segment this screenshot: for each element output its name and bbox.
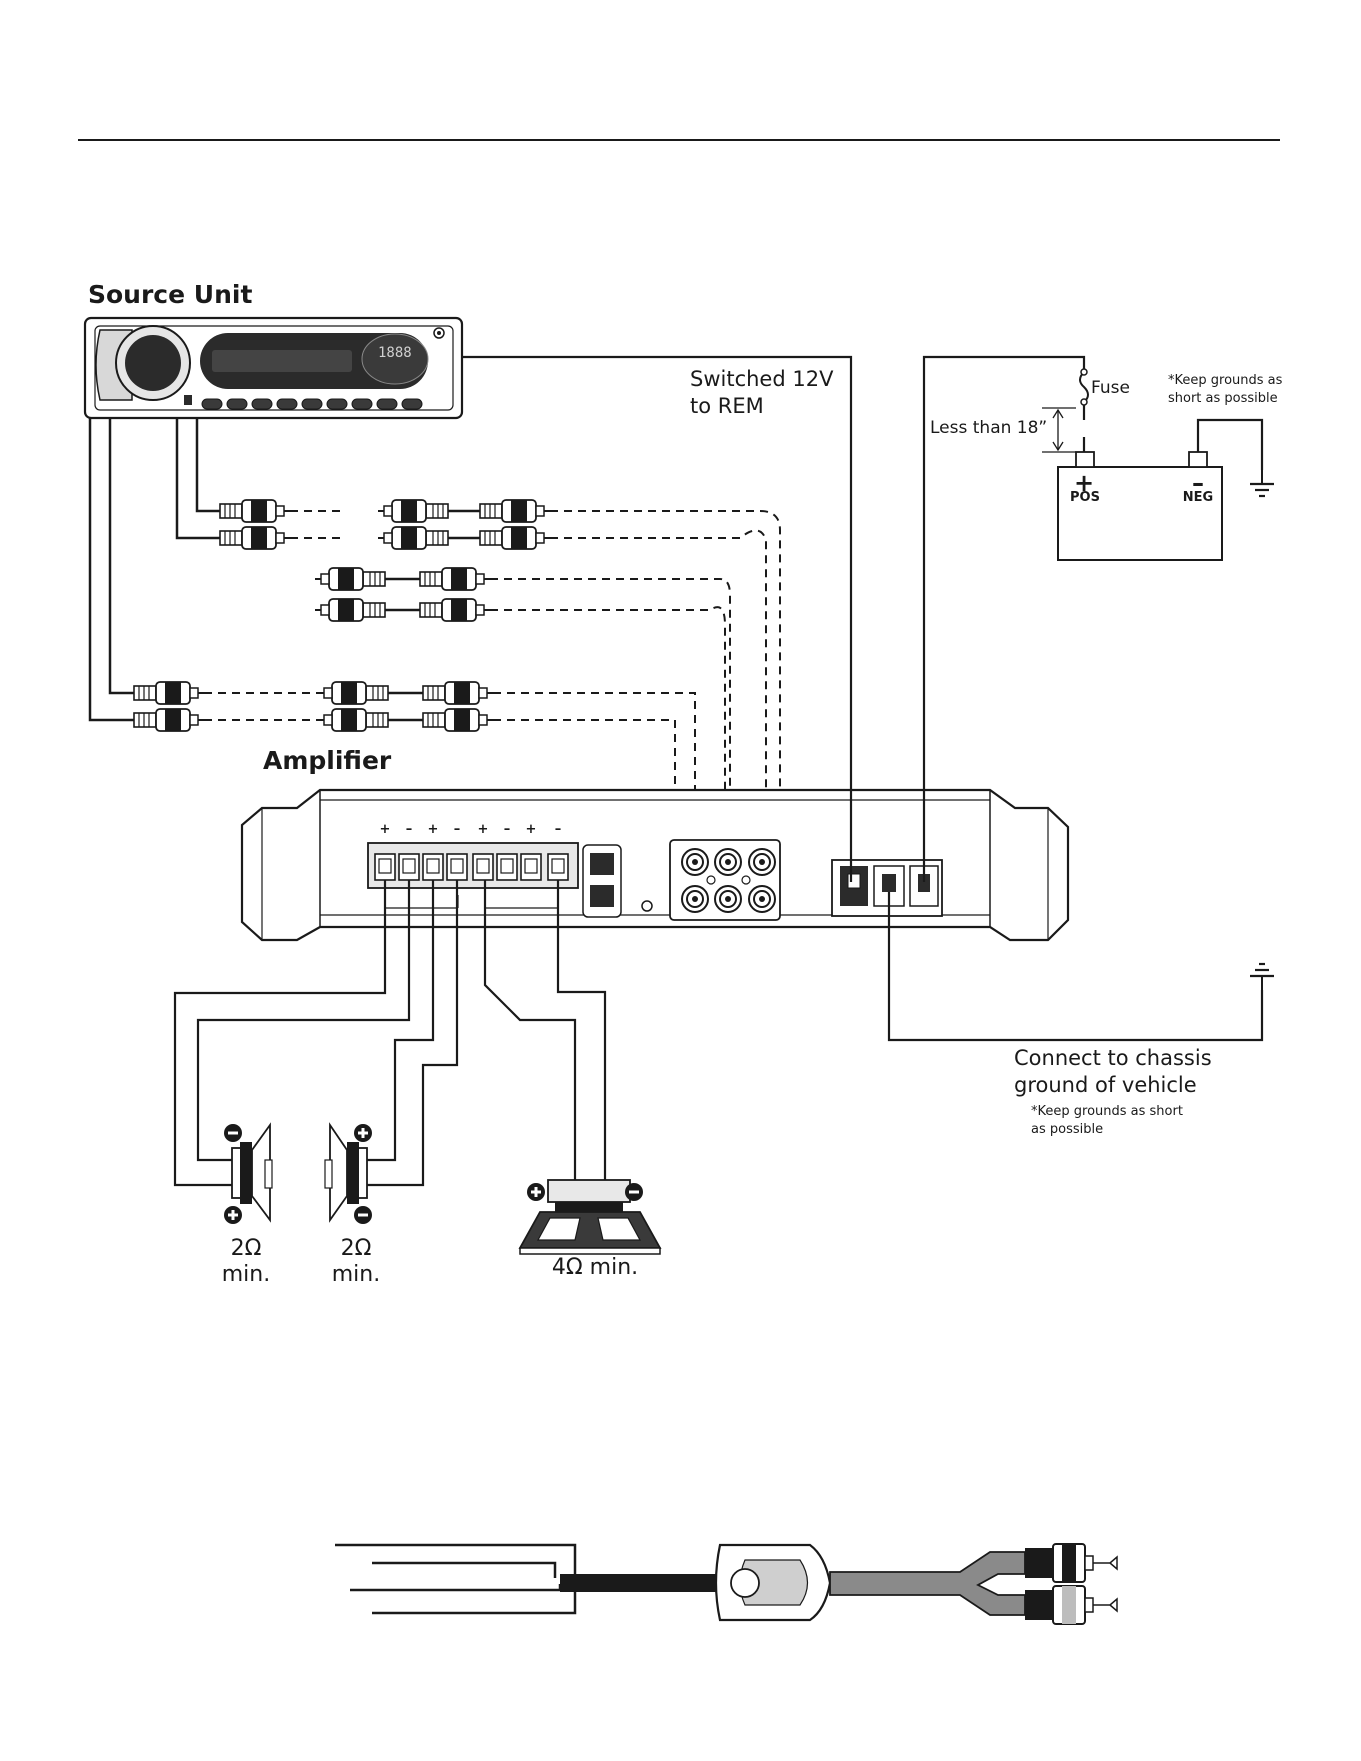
- subwoofer: [520, 1180, 660, 1254]
- amp-terminal-sign: +: [427, 822, 439, 837]
- dashed-signal-paths: [204, 511, 780, 830]
- preset-buttons: [202, 399, 422, 409]
- battery-neg-label: NEG: [1180, 490, 1216, 505]
- fuse-label: Fuse: [1091, 378, 1130, 398]
- amp-terminal-sign: +: [477, 822, 489, 837]
- switched-rem-label: Switched 12V to REM: [690, 366, 833, 420]
- speaker-to-rca-adapter: [335, 1544, 1117, 1624]
- amplifier-label: Amplifier: [263, 746, 391, 775]
- speaker-1-impedance: 2Ω min.: [215, 1236, 277, 1288]
- battery-pos-label: POS: [1070, 490, 1100, 505]
- grounds-note-top: *Keep grounds as short as possible: [1168, 372, 1282, 408]
- rca-front-pair: [220, 500, 550, 549]
- speaker-2-impedance: 2Ω min.: [325, 1236, 387, 1288]
- ground-symbol-chassis: [1250, 964, 1274, 990]
- fuse: [1080, 372, 1088, 402]
- source-rca-leads: [90, 418, 220, 720]
- subwoofer-impedance: 4Ω min.: [540, 1255, 650, 1281]
- amp-terminal-sign: –: [552, 822, 564, 837]
- speaker-right-front: [325, 1124, 372, 1224]
- power-wiring: [462, 357, 1262, 1040]
- amp-terminal-sign: –: [403, 822, 415, 837]
- grounds-note-bottom: *Keep grounds as short as possible: [1031, 1103, 1183, 1139]
- source-unit-label: Source Unit: [88, 280, 252, 309]
- amp-terminal-sign: +: [379, 822, 391, 837]
- display-digits: 1888: [378, 345, 412, 361]
- speaker-left-front: [224, 1124, 272, 1224]
- rca-rear-pair: [134, 682, 493, 731]
- less-than-label: Less than 18”: [930, 418, 1047, 438]
- amplifier: [242, 790, 1068, 940]
- chassis-ground-label: Connect to chassis ground of vehicle: [1014, 1045, 1212, 1099]
- amp-terminal-sign: +: [525, 822, 537, 837]
- ground-symbol-battery: [1250, 470, 1274, 496]
- source-unit: 1888: [85, 318, 462, 418]
- rca-middle-pair: [315, 568, 490, 621]
- amp-terminal-sign: –: [501, 822, 513, 837]
- amp-terminal-sign: –: [451, 822, 463, 837]
